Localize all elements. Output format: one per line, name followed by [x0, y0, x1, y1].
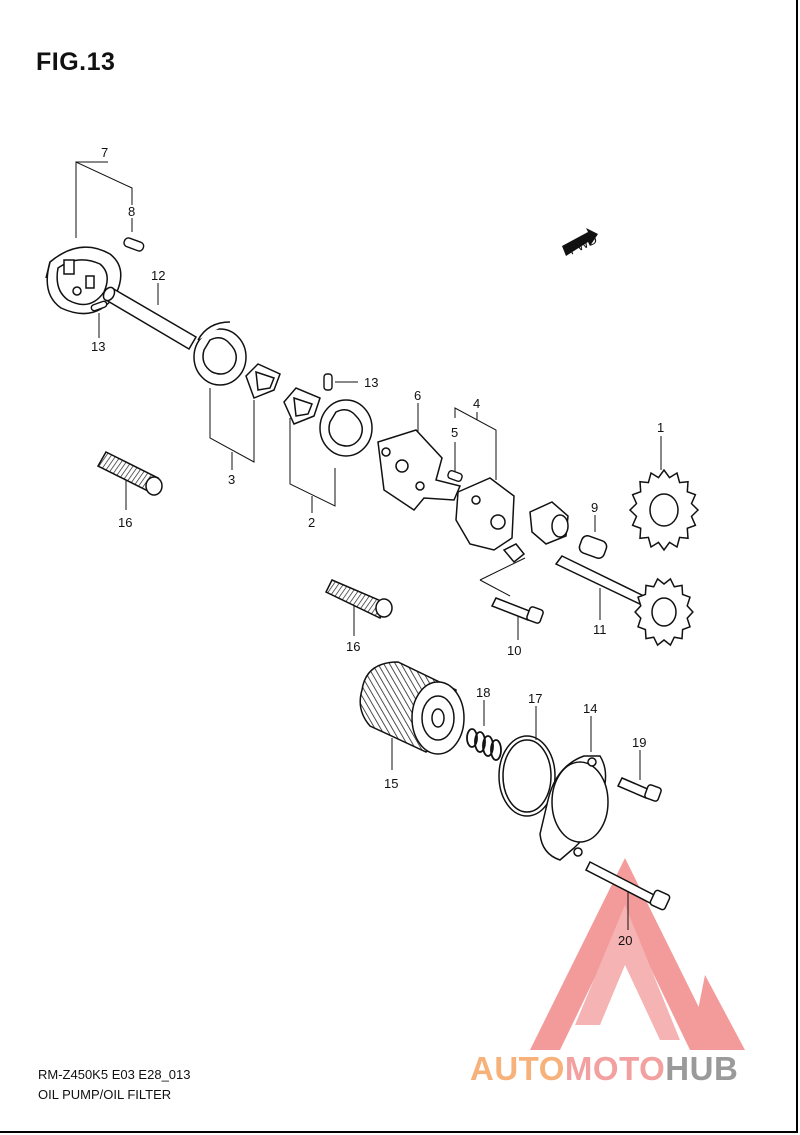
part-4-pump-body: [455, 477, 526, 564]
part-3-inner-rotor: [245, 363, 281, 399]
part-19-bolt: [616, 777, 662, 802]
callout-9: 9: [591, 500, 598, 515]
watermark-text: AUTOMOTOHUB: [470, 1050, 738, 1088]
part-2-inner-rotor: [283, 387, 321, 425]
callout-12: 12: [151, 268, 165, 283]
callout-2: 2: [308, 515, 315, 530]
callout-10: 10: [507, 643, 521, 658]
figure-code: RM-Z450K5 E03 E28_013: [38, 1067, 191, 1082]
watermark-logo: [530, 858, 745, 1050]
part-2-rotor: [319, 399, 373, 457]
figure-description: OIL PUMP/OIL FILTER: [38, 1087, 172, 1102]
leader-lines: [75, 161, 662, 930]
part-14-cover: [539, 755, 609, 861]
figure-title: FIG.13: [36, 48, 116, 76]
callout-15: 15: [384, 776, 398, 791]
callout-14: 14: [583, 701, 597, 716]
callout-16-lower: 16: [346, 639, 360, 654]
callout-17: 17: [528, 691, 542, 706]
part-11-gear: [634, 577, 694, 647]
part-20-bolt: [584, 860, 671, 911]
part-15-oil-filter: [359, 661, 465, 755]
part-coupling: [529, 501, 569, 545]
part-5-pin: [447, 469, 463, 483]
part-17-o-ring: [498, 735, 556, 817]
part-7-pump-case: [45, 246, 122, 315]
callout-4: 4: [473, 396, 480, 411]
callout-18: 18: [476, 685, 490, 700]
part-12-shaft: [102, 286, 198, 351]
callout-16-upper: 16: [118, 515, 132, 530]
callout-3: 3: [228, 472, 235, 487]
watermark-text-hub: HUB: [665, 1050, 739, 1087]
part-10-bolt: [490, 597, 544, 624]
callout-7: 7: [101, 145, 108, 160]
callout-13-lower: 13: [91, 339, 105, 354]
part-16-strainer-lower: [324, 579, 393, 619]
fwd-label: FWD: [566, 231, 599, 257]
part-13-pin-lower: [90, 300, 108, 312]
watermark-text-moto: MOTO: [564, 1050, 666, 1087]
callout-labels: 7 8 12 13 13 3 2 6 4 5 1 9 11 10 16 16 1…: [91, 145, 664, 948]
part-9-collar: [578, 535, 608, 559]
callout-13-upper: 13: [364, 375, 378, 390]
part-3-rotor: [193, 321, 247, 386]
part-1-gear: [628, 468, 700, 552]
part-8-pin: [123, 237, 145, 252]
callout-1: 1: [657, 420, 664, 435]
part-13-pin-upper: [323, 373, 333, 391]
part-6-plate: [377, 429, 462, 511]
callout-20: 20: [618, 933, 632, 948]
forward-direction-arrow: FWD: [562, 228, 599, 258]
part-16-strainer-upper: [96, 451, 163, 496]
part-11-shaft: [554, 555, 650, 607]
callout-8: 8: [128, 204, 135, 219]
part-18-spring: [466, 728, 502, 761]
callout-5: 5: [451, 425, 458, 440]
callout-11: 11: [593, 622, 607, 637]
callout-19: 19: [632, 735, 646, 750]
callout-6: 6: [414, 388, 421, 403]
watermark-text-auto: AUTO: [470, 1050, 565, 1087]
